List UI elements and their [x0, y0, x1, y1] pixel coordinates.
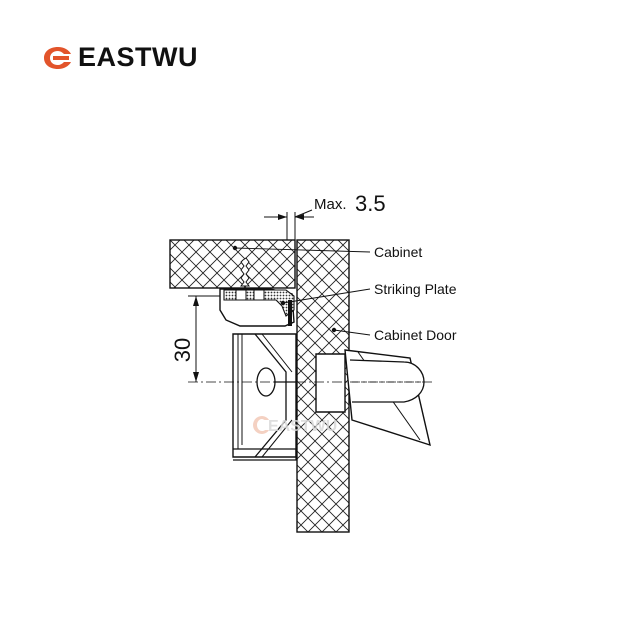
gap-dimension: Max. 3.5: [264, 191, 386, 240]
striking-plate: [219, 288, 295, 327]
label-cabinet: Cabinet: [374, 244, 422, 260]
watermark-text: EASTWU: [268, 418, 337, 435]
gap-prefix: Max.: [314, 196, 347, 213]
eastwu-logo-icon: [44, 46, 71, 69]
cabinet-panel: [169, 239, 296, 289]
label-striking-plate: Striking Plate: [374, 281, 457, 297]
gap-value: 3.5: [355, 191, 386, 216]
watermark: EASTWU: [253, 416, 337, 435]
callout-cabinet-door: Cabinet Door: [331, 327, 457, 343]
label-cabinet-door: Cabinet Door: [374, 327, 457, 343]
callout-striking-plate: Striking Plate: [280, 281, 457, 306]
height-value: 30: [170, 338, 195, 362]
callout-cabinet: Cabinet: [232, 244, 422, 260]
catch-housing: [232, 333, 297, 461]
mounting-screw: [240, 257, 250, 287]
push-knob: [315, 349, 431, 447]
brand-name: EASTWU: [78, 42, 198, 72]
height-dimension: 30: [170, 295, 220, 382]
brand-logo: EASTWU: [42, 44, 198, 71]
